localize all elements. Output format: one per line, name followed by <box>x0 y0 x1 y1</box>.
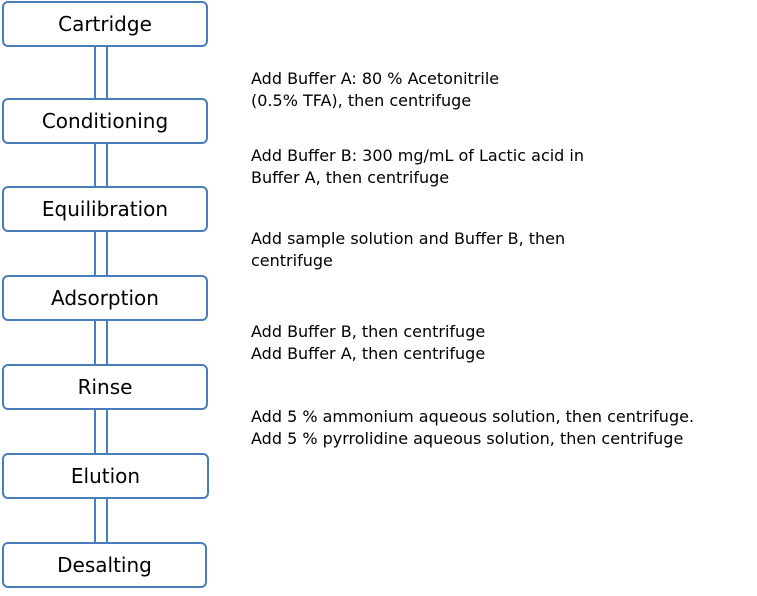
note-line: Add Buffer A: 80 % Acetonitrile <box>251 69 500 88</box>
step-rinse: Rinse <box>2 364 208 410</box>
note-elution: Add 5 % ammonium aqueous solution, then … <box>251 406 694 450</box>
note-line: centrifuge <box>251 251 333 270</box>
note-line: Add 5 % ammonium aqueous solution, then … <box>251 407 695 426</box>
note-line: Buffer A, then centrifuge <box>251 168 450 187</box>
step-desalting: Desalting <box>2 542 207 588</box>
connector-cartridge-conditioning <box>94 46 108 99</box>
step-equilibration: Equilibration <box>2 186 208 232</box>
note-conditioning: Add Buffer A: 80 % Acetonitrile (0.5% TF… <box>251 68 499 112</box>
connector-conditioning-equilibration <box>94 143 108 187</box>
note-line: Add Buffer A, then centrifuge <box>251 344 486 363</box>
step-adsorption: Adsorption <box>2 275 208 321</box>
note-equilibration: Add Buffer B: 300 mg/mL of Lactic acid i… <box>251 145 584 189</box>
step-elution: Elution <box>2 453 209 499</box>
connector-adsorption-rinse <box>94 320 108 365</box>
connector-equilibration-adsorption <box>94 231 108 277</box>
step-cartridge: Cartridge <box>2 1 208 47</box>
note-line: Add Buffer B, then centrifuge <box>251 322 486 341</box>
note-line: Add 5 % pyrrolidine aqueous solution, th… <box>251 429 684 448</box>
connector-elution-desalting <box>94 498 108 543</box>
note-rinse: Add Buffer B, then centrifuge Add Buffer… <box>251 321 485 365</box>
note-adsorption: Add sample solution and Buffer B, then c… <box>251 228 565 272</box>
step-conditioning: Conditioning <box>2 98 208 144</box>
note-line: (0.5% TFA), then centrifuge <box>251 91 472 110</box>
note-line: Add Buffer B: 300 mg/mL of Lactic acid i… <box>251 146 585 165</box>
note-line: Add sample solution and Buffer B, then <box>251 229 566 248</box>
connector-rinse-elution <box>94 409 108 454</box>
